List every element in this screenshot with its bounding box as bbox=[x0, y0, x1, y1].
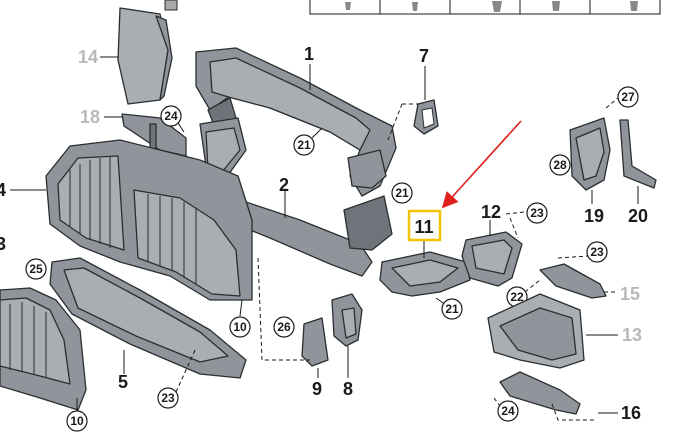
callout-25-left: 25 bbox=[29, 262, 43, 276]
callout-27-circle bbox=[617, 86, 639, 108]
label-1: 1 bbox=[304, 44, 314, 64]
callout-10-circle bbox=[66, 410, 88, 432]
part-14-air-duct bbox=[100, 0, 178, 105]
label-5: 5 bbox=[118, 372, 128, 392]
callout-24-top: 24 bbox=[164, 109, 178, 123]
red-arrow-pointer bbox=[441, 120, 522, 209]
callout-23-circle bbox=[586, 241, 608, 263]
part-right-side-bracket bbox=[343, 149, 393, 251]
callout-21-frame: 21 bbox=[297, 138, 311, 152]
label-4: 4 bbox=[0, 180, 6, 200]
part-12-air-duct bbox=[461, 211, 525, 287]
callout-21-lower: 21 bbox=[445, 302, 459, 316]
callout-21-right: 21 bbox=[395, 186, 409, 200]
label-10-right: 10 bbox=[233, 320, 247, 334]
label-18: 18 bbox=[80, 107, 100, 127]
callout-10-circle bbox=[229, 316, 251, 338]
clip-icon bbox=[345, 2, 351, 10]
part-18-bracket bbox=[104, 113, 187, 157]
label-9: 9 bbox=[312, 379, 322, 399]
callout-22: 22 bbox=[510, 290, 524, 304]
part-7-seal bbox=[387, 66, 439, 141]
callout-23-circle bbox=[157, 387, 179, 409]
label-11: 11 bbox=[414, 217, 433, 237]
callout-28: 28 bbox=[553, 158, 567, 172]
callout-23-upper: 23 bbox=[530, 206, 544, 220]
part-5-air-guide-panel bbox=[49, 257, 247, 379]
part-8-bracket bbox=[331, 293, 363, 378]
clip-icon bbox=[630, 1, 638, 11]
callout-27: 27 bbox=[621, 90, 635, 104]
label-15: 15 bbox=[620, 284, 640, 304]
label-12: 12 bbox=[481, 202, 501, 222]
callout-23-bottom: 23 bbox=[161, 391, 175, 405]
callout-25-circle bbox=[25, 258, 47, 280]
clip-icon bbox=[412, 2, 418, 11]
part-9-bracket bbox=[301, 317, 329, 378]
callout-28-circle bbox=[549, 154, 571, 176]
callout-21-circle bbox=[391, 182, 413, 204]
part-11-air-duct bbox=[379, 240, 471, 306]
callout-21-circle bbox=[441, 298, 463, 320]
callout-26: 26 bbox=[277, 320, 291, 334]
label-3: 3 bbox=[0, 234, 6, 254]
label-16: 16 bbox=[621, 403, 641, 423]
part-20-seal-strip bbox=[619, 119, 657, 204]
label-19: 19 bbox=[584, 206, 604, 226]
part-19-air-duct bbox=[569, 97, 619, 204]
part-13-air-duct bbox=[487, 293, 618, 369]
label-2: 2 bbox=[279, 175, 289, 195]
fastener-legend-strip bbox=[309, 0, 661, 15]
label-14: 14 bbox=[78, 47, 98, 67]
callout-23-right: 23 bbox=[590, 245, 604, 259]
part-3-lower-grille bbox=[0, 287, 87, 411]
callout-23-circle bbox=[526, 202, 548, 224]
label-8: 8 bbox=[343, 379, 353, 399]
callout-24-bottom: 24 bbox=[501, 404, 515, 418]
label-7: 7 bbox=[419, 46, 429, 66]
callout-26-circle bbox=[273, 316, 295, 338]
part-15-bracket bbox=[539, 255, 616, 299]
clip-icon bbox=[552, 1, 560, 11]
part-4-kidney-grille bbox=[10, 139, 253, 301]
highlight-box-11 bbox=[407, 209, 442, 242]
label-20: 20 bbox=[628, 206, 648, 226]
callout-21-circle bbox=[293, 134, 315, 156]
callout-24-circle bbox=[497, 400, 519, 422]
label-10-left: 10 bbox=[70, 414, 84, 428]
callout-24-circle bbox=[160, 105, 182, 127]
label-13: 13 bbox=[622, 325, 642, 345]
part-16-bracket bbox=[499, 371, 618, 421]
grommet-icon bbox=[492, 1, 502, 12]
